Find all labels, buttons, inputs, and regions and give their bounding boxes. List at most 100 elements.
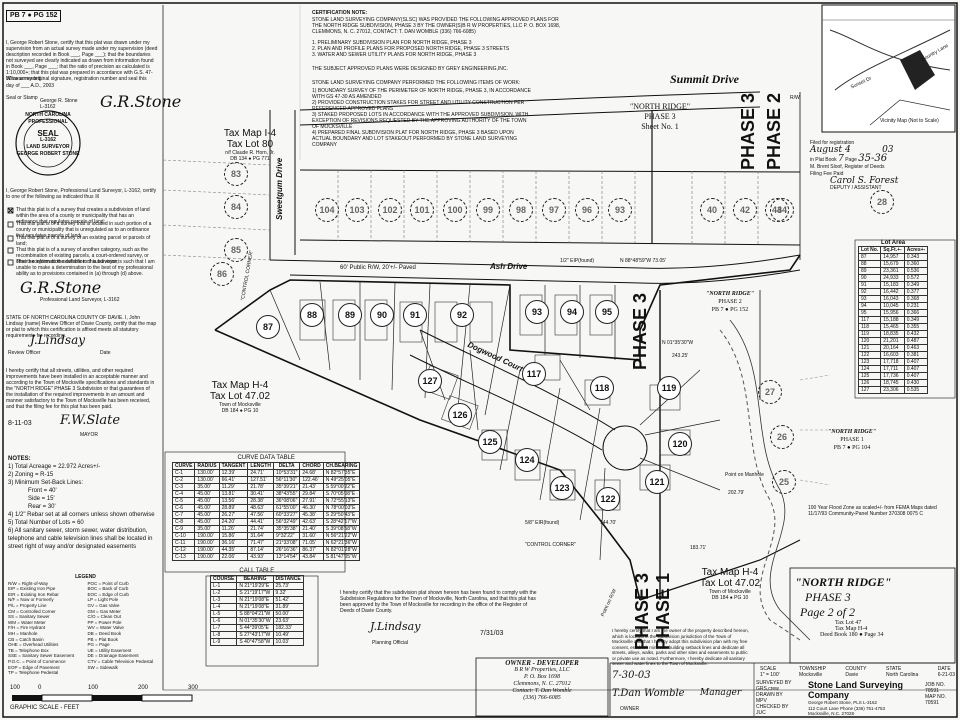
table-cell: 130.00' bbox=[194, 469, 220, 477]
table-cell: 44.35' bbox=[218, 546, 249, 554]
table-cell: 35.00' bbox=[194, 483, 220, 491]
cert-item: 2. PLAN AND PROFILE PLANS FOR PROPOSED N… bbox=[312, 46, 510, 52]
scale-tick: 100 bbox=[88, 685, 99, 691]
table-cell: 121 bbox=[857, 344, 882, 352]
table-cell: 118 bbox=[857, 323, 882, 331]
planning-certification: I hereby certify that the subdivision pl… bbox=[340, 590, 537, 614]
col-header: CURVE bbox=[171, 462, 196, 470]
certification-title: CERTIFICATION NOTE: bbox=[312, 10, 368, 16]
lot-number-label: 26 bbox=[770, 425, 794, 449]
table-cell: L-1 bbox=[209, 582, 238, 590]
title-tax-map: Tax Map H-4 bbox=[835, 626, 868, 632]
sheet-number: Sheet No. 1 bbox=[641, 122, 679, 131]
legend-item: DB = Deed Book bbox=[87, 630, 122, 636]
table-cell: 44.41' bbox=[247, 518, 274, 526]
bearing-top: N 88°48'59"W 73.05' bbox=[620, 258, 666, 264]
ash-drive-label: Ash Drive bbox=[490, 262, 528, 271]
table-cell: C-2 bbox=[171, 476, 196, 484]
legend-item: DE = Drainage Easement bbox=[87, 653, 139, 659]
note-item: 5) Total Number of Lots = 60 bbox=[8, 520, 84, 526]
legend-item: TP = Telephone Pedestal bbox=[8, 670, 59, 676]
lot-number-label: 98 bbox=[509, 198, 533, 222]
table-cell: 92 bbox=[857, 288, 882, 296]
deputy-caption: DEPUTY / ASSISTANT bbox=[830, 185, 882, 191]
neighbor-ref: PB 7 ● PG 104 bbox=[833, 445, 871, 451]
lot-number-label: 123 bbox=[550, 476, 574, 500]
planning-date: 7/31/03 bbox=[480, 630, 504, 637]
table-cell: 122 bbox=[857, 351, 882, 359]
neighbor-title: "NORTH RIDGE" bbox=[827, 429, 877, 435]
title-block: "NORTH RIDGE" PHASE 3 Page 2 of 2 Tax Lo… bbox=[795, 575, 955, 638]
review-officer-date: Date bbox=[100, 350, 111, 356]
lot-number-label: 90 bbox=[370, 303, 394, 327]
tax-map: Tax Map H-4 bbox=[701, 567, 759, 578]
lot-number-label: 44 bbox=[770, 198, 794, 222]
table-cell: L-3 bbox=[209, 596, 238, 604]
table-cell: 126 bbox=[857, 379, 882, 387]
scale-tick: 100 bbox=[10, 685, 21, 691]
tax-lot: Tax Lot 47.02 bbox=[699, 578, 761, 589]
col-header: CHORD bbox=[299, 462, 324, 470]
table-cell: 24.71' bbox=[247, 469, 274, 477]
table-cell: C-13 bbox=[171, 553, 196, 561]
legend-item: EOP = Edge of Pavement bbox=[8, 664, 60, 670]
table-cell: 190.00' bbox=[194, 546, 220, 554]
mayor-caption: MAYOR bbox=[80, 432, 98, 438]
cert-item: 3. WATER AND SEWER UTILITY PLANS FOR NOR… bbox=[312, 52, 477, 58]
table-cell: 0.407 bbox=[903, 358, 929, 366]
table-cell: N 21°19'08"E bbox=[236, 603, 274, 611]
legend-item: N/F = Now or Formerly bbox=[8, 597, 54, 603]
surveyor-seal: NORTH CAROLINA PROFESSIONAL SEAL L-3162 … bbox=[16, 112, 80, 158]
tax-owner: Town of Mocksville bbox=[219, 402, 261, 408]
lot-number-label: 121 bbox=[645, 470, 669, 494]
table-cell: 46.30' bbox=[299, 504, 324, 512]
owner-sig-date: 7-30-03 bbox=[612, 670, 651, 681]
col-header: BEARING bbox=[236, 575, 274, 583]
col-header: Acres+- bbox=[903, 246, 929, 254]
graphic-scale-caption: GRAPHIC SCALE - FEET bbox=[10, 705, 80, 711]
note-item: Front = 40' bbox=[28, 488, 57, 494]
tax-map: Tax Map H-4 bbox=[211, 380, 269, 391]
license-statement: I, George Robert Stone, Professional Lan… bbox=[6, 188, 157, 200]
call-table-title: CALL TABLE bbox=[239, 568, 275, 574]
table-cell: C-9 bbox=[171, 525, 196, 533]
table-cell: N 82°01'28"W bbox=[322, 546, 361, 554]
table-cell: C-10 bbox=[171, 532, 196, 540]
table-cell: 25.73' bbox=[272, 582, 304, 590]
table-cell: 11.26' bbox=[218, 525, 249, 533]
title-page: Page 2 of 2 bbox=[800, 605, 855, 619]
table-cell: 15.86' bbox=[218, 532, 249, 540]
lot-number-label: 103 bbox=[345, 198, 369, 222]
lot-number-label: 88 bbox=[300, 303, 324, 327]
town-certification: I hereby certify that all streets, utili… bbox=[6, 368, 155, 410]
meta-label: SCALE bbox=[760, 666, 777, 672]
table-cell: 0.349 bbox=[903, 316, 929, 324]
legend-item: WM = Water Meter bbox=[8, 619, 46, 625]
phase-3-label-top: PHASE 3 bbox=[738, 92, 758, 170]
table-cell: 31.64' bbox=[247, 532, 274, 540]
table-cell: 14,957 bbox=[880, 253, 905, 261]
legend-item: C/O = Clean Out bbox=[87, 614, 121, 620]
table-cell: C-4 bbox=[171, 490, 196, 498]
table-cell: 0.381 bbox=[903, 351, 929, 359]
tax-deed: DB 134 ● PG 771 bbox=[230, 156, 270, 162]
seal-line-3: SEAL bbox=[37, 129, 59, 138]
table-cell: 27.91' bbox=[299, 497, 324, 505]
note-item: Side = 15' bbox=[28, 496, 55, 502]
table-cell: N 21°19'29"E bbox=[236, 582, 274, 590]
table-cell: 20,164 bbox=[880, 344, 905, 352]
table-cell: 0.407 bbox=[903, 365, 929, 373]
company-address: 112 Court Lane Phone (336) 751-4753 bbox=[808, 705, 885, 711]
lot-number-label: 91 bbox=[403, 303, 427, 327]
